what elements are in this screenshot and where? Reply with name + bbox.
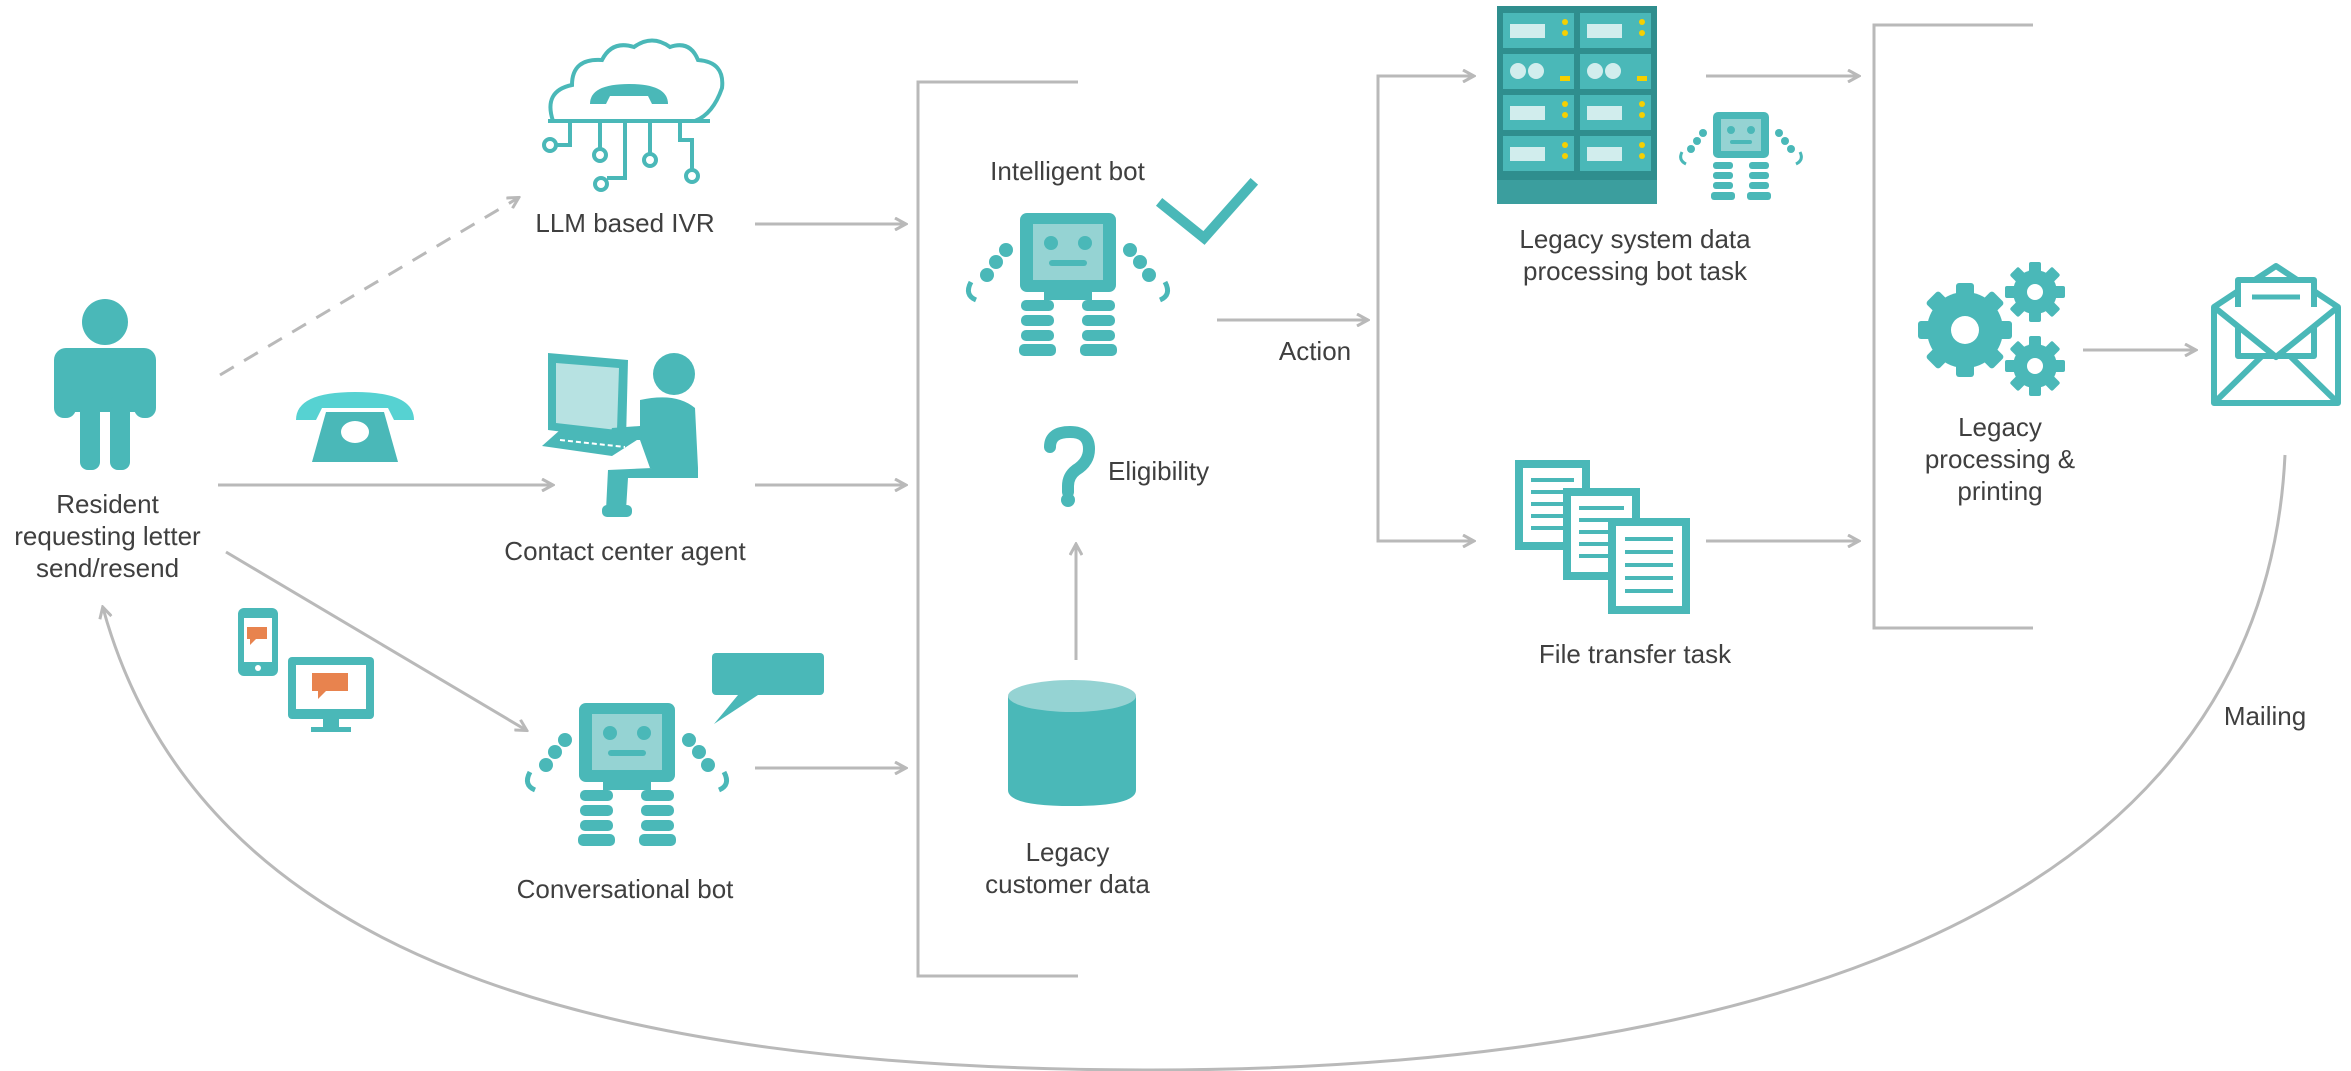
- intelligent-robot-icon: [965, 213, 1171, 356]
- question-mark-icon: [1044, 425, 1096, 507]
- gears-icon: [1918, 262, 2065, 396]
- resident-person-icon: [54, 299, 156, 470]
- database-icon: [1008, 680, 1136, 806]
- speech-bubble-icon: [712, 653, 824, 724]
- agent-computer-icon: [542, 353, 640, 456]
- telephone-icon: [296, 392, 414, 462]
- server-rack-icon: [1497, 6, 1657, 204]
- arrow-resident-to-ivr: [219, 198, 518, 377]
- checkmark-icon: [1155, 177, 1259, 245]
- bracket-middle: [916, 80, 1078, 978]
- file-transfer-task-label: File transfer task: [1538, 639, 1732, 669]
- arrow-mailing-back-to-resident: [103, 454, 2287, 1071]
- bracket-action-split: [1376, 74, 1473, 543]
- conversational-robot-icon: [524, 703, 730, 846]
- documents-icon: [1515, 460, 1690, 614]
- legacy-customer-data-label: Legacy customer data: [985, 837, 1150, 899]
- eligibility-label: Eligibility: [1108, 456, 1210, 486]
- mobile-chat-icon: [238, 608, 278, 676]
- legacy-system-task-label: Legacy system data processing bot task: [1519, 224, 1751, 286]
- legacy-processing-label: Legacy processing & printing: [1924, 412, 2076, 506]
- llm-cloud-icon: [542, 38, 725, 192]
- monitor-chat-icon: [288, 657, 374, 732]
- llm-ivr-label: LLM based IVR: [535, 208, 715, 238]
- resident-label: Resident requesting letter send/resend: [14, 489, 201, 583]
- contact-agent-label: Contact center agent: [504, 536, 746, 566]
- envelope-letter-icon: [2211, 263, 2341, 406]
- agent-person-icon: [602, 353, 698, 517]
- action-label: Action: [1278, 336, 1352, 366]
- small-robot-icon: [1679, 112, 1803, 200]
- arrow-resident-to-convbot: [225, 550, 526, 730]
- intelligent-bot-label: Intelligent bot: [990, 156, 1145, 186]
- conversational-bot-label: Conversational bot: [516, 874, 734, 904]
- ivr-handset-icon: [590, 84, 668, 104]
- mailing-label: Mailing: [2223, 701, 2307, 731]
- connectors: [103, 23, 2287, 1071]
- bracket-right: [1872, 23, 2033, 630]
